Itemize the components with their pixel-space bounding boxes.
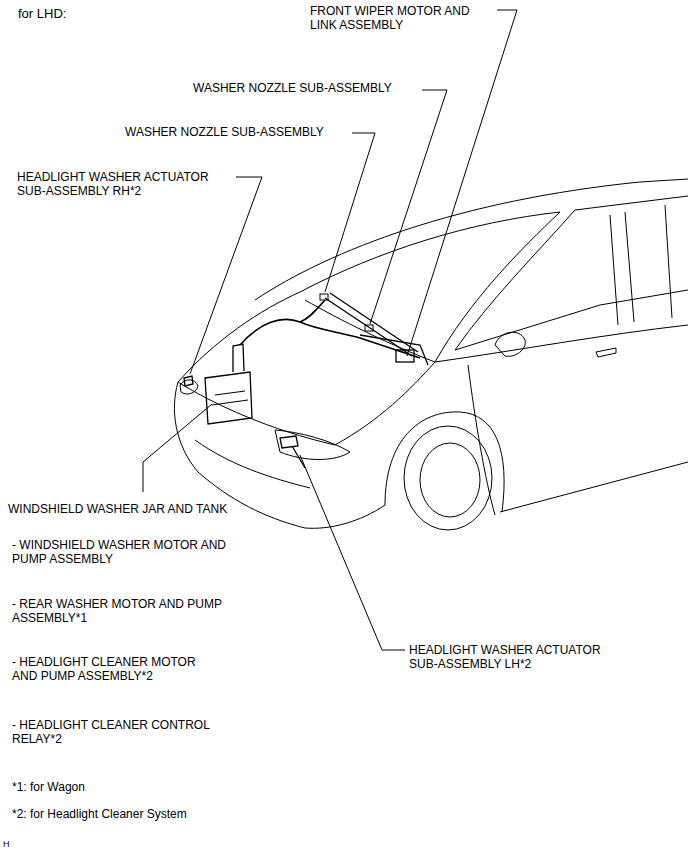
leader-line [190, 177, 262, 374]
part-label: HEADLIGHT WASHER ACTUATOR SUB-ASSEMBLY L… [409, 643, 604, 671]
footnote: *1: for Wagon [12, 780, 85, 794]
b-pillar [610, 215, 618, 325]
cowl [305, 300, 435, 362]
leader-line [370, 90, 447, 324]
headlight [180, 380, 198, 394]
part-label: - WINDSHIELD WASHER MOTOR AND PUMP ASSEM… [12, 538, 230, 566]
part-label: - HEADLIGHT CLEANER MOTOR AND PUMP ASSEM… [12, 655, 199, 683]
wheel [404, 426, 492, 530]
wheel-arch [385, 412, 504, 512]
headlight-washer [280, 436, 305, 468]
wiper-link [360, 335, 428, 365]
wiper-arm [325, 293, 418, 356]
window-frame [665, 205, 672, 318]
part-label: WASHER NOZZLE SUB-ASSEMBLY [193, 81, 392, 95]
washer-hose [240, 319, 420, 358]
leader-line [300, 455, 405, 650]
washer-tank [205, 372, 252, 424]
hood-front [178, 382, 335, 445]
windshield-top [300, 212, 560, 292]
washer-tank [212, 391, 248, 405]
part-label: HEADLIGHT WASHER ACTUATOR SUB-ASSEMBLY R… [17, 170, 212, 198]
headlight [275, 430, 350, 460]
door-line [468, 365, 495, 515]
washer-nozzle [320, 294, 328, 300]
leader-line [407, 10, 517, 356]
belt-line [435, 325, 688, 362]
part-label: - REAR WASHER MOTOR AND PUMP ASSEMBLY*1 [12, 597, 226, 625]
headlight-washer [184, 376, 193, 386]
window-top [575, 196, 688, 210]
a-pillar [435, 212, 560, 362]
leader-line [325, 133, 375, 292]
wiper-motor [396, 350, 414, 362]
sill-line [500, 462, 688, 512]
part-label: - HEADLIGHT CLEANER CONTROL RELAY*2 [12, 718, 213, 746]
washer-hose [300, 300, 325, 322]
footnote: *2: for Headlight Cleaner System [12, 807, 187, 821]
wheel-rim [420, 443, 480, 517]
part-label: WASHER NOZZLE SUB-ASSEMBLY [125, 125, 324, 139]
part-label: FRONT WIPER MOTOR AND LINK ASSEMBLY [310, 4, 473, 32]
b-pillar [625, 212, 634, 322]
roof-line [255, 179, 688, 300]
leader-line [143, 404, 212, 492]
washer-nozzle [365, 325, 373, 331]
figure-code: H [3, 839, 10, 850]
tank-neck [233, 344, 244, 372]
hood-edge [335, 362, 435, 445]
hood-edge [178, 292, 300, 382]
view-note: for LHD: [18, 6, 66, 21]
door-handle [596, 348, 616, 357]
a-pillar [455, 210, 575, 350]
bumper [305, 505, 385, 528]
part-label: WINDSHIELD WASHER JAR AND TANK [8, 502, 227, 516]
